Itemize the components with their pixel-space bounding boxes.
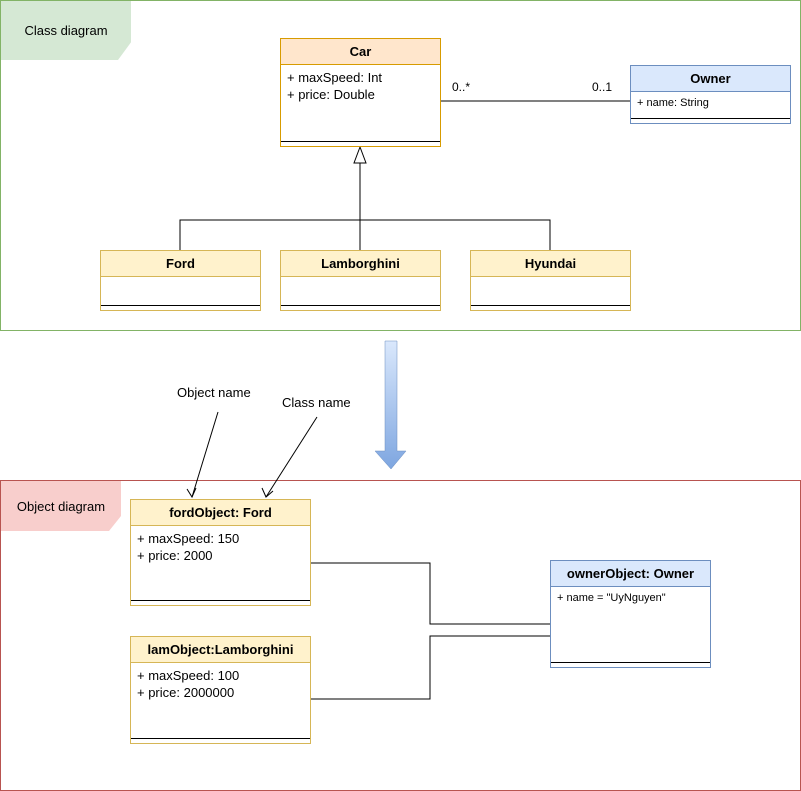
multiplicity-car-end: 0..* [452, 80, 471, 94]
class-hyundai-header: Hyundai [471, 251, 630, 277]
class-owner-operations-divider [631, 118, 790, 119]
class-car-name: Car [349, 44, 372, 59]
class-car-operations-divider [281, 141, 440, 142]
object-lam-title: lamObject:Lamborghini [147, 642, 294, 657]
class-lamborghini-name: Lamborghini [321, 256, 400, 271]
object-ford-attr: + maxSpeed: 150 [137, 531, 240, 546]
class-owner-attributes: + name: String [631, 92, 790, 115]
class-lamborghini[interactable]: Lamborghini [280, 250, 441, 311]
object-diagram-tab: Object diagram [1, 481, 121, 531]
class-owner-attr: + name: String [637, 97, 709, 109]
object-links [311, 562, 551, 700]
class-car-attr: + price: Double [287, 87, 375, 102]
object-ford-divider [131, 600, 310, 601]
class-owner-name: Owner [690, 71, 731, 86]
multiplicity-owner-end: 0..1 [592, 80, 613, 94]
object-owner-attr: + name = "UyNguyen" [557, 592, 666, 604]
class-car-attr: + maxSpeed: Int [287, 70, 383, 85]
class-owner-header: Owner [631, 66, 790, 92]
object-lam-attr: + price: 2000000 [137, 685, 235, 700]
object-ford-header: fordObject: Ford [131, 500, 310, 526]
class-car-attributes: + maxSpeed: Int + price: Double [281, 65, 440, 107]
object-ford-title: fordObject: Ford [169, 505, 272, 520]
class-diagram-tab-label: Class diagram [24, 23, 108, 38]
class-car[interactable]: Car + maxSpeed: Int + price: Double [280, 38, 441, 147]
annotation-object-name: Object name [177, 385, 251, 400]
object-lam-header: lamObject:Lamborghini [131, 637, 310, 663]
class-ford-operations-divider [101, 305, 260, 306]
class-car-header: Car [281, 39, 440, 65]
class-ford[interactable]: Ford [100, 250, 261, 311]
annotation-class-name: Class name [282, 395, 351, 410]
class-ford-header: Ford [101, 251, 260, 277]
class-lamborghini-operations-divider [281, 305, 440, 306]
annotation-pointers [186, 411, 318, 499]
object-lam-attributes: + maxSpeed: 100 + price: 2000000 [131, 663, 310, 705]
object-owner-title: ownerObject: Owner [566, 566, 695, 581]
object-lam-divider [131, 738, 310, 739]
transition-arrow [374, 340, 407, 470]
generalization-lines [179, 163, 551, 250]
object-lam-attr: + maxSpeed: 100 [137, 668, 240, 683]
object-owner-divider [551, 662, 710, 663]
class-hyundai-name: Hyundai [524, 256, 577, 271]
object-ford-attributes: + maxSpeed: 150 + price: 2000 [131, 526, 310, 568]
object-owner-attributes: + name = "UyNguyen" [551, 587, 710, 610]
class-diagram-tab: Class diagram [1, 1, 131, 60]
class-ford-name: Ford [166, 256, 195, 271]
object-owner[interactable]: ownerObject: Owner + name = "UyNguyen" [550, 560, 711, 668]
class-owner[interactable]: Owner + name: String [630, 65, 791, 124]
class-hyundai[interactable]: Hyundai [470, 250, 631, 311]
object-owner-header: ownerObject: Owner [551, 561, 710, 587]
object-ford[interactable]: fordObject: Ford + maxSpeed: 150 + price… [130, 499, 311, 606]
class-lamborghini-header: Lamborghini [281, 251, 440, 277]
inheritance-triangle [353, 145, 367, 164]
class-hyundai-operations-divider [471, 305, 630, 306]
object-diagram-tab-label: Object diagram [16, 498, 106, 514]
object-ford-attr: + price: 2000 [137, 548, 213, 563]
object-lamborghini[interactable]: lamObject:Lamborghini + maxSpeed: 100 + … [130, 636, 311, 744]
